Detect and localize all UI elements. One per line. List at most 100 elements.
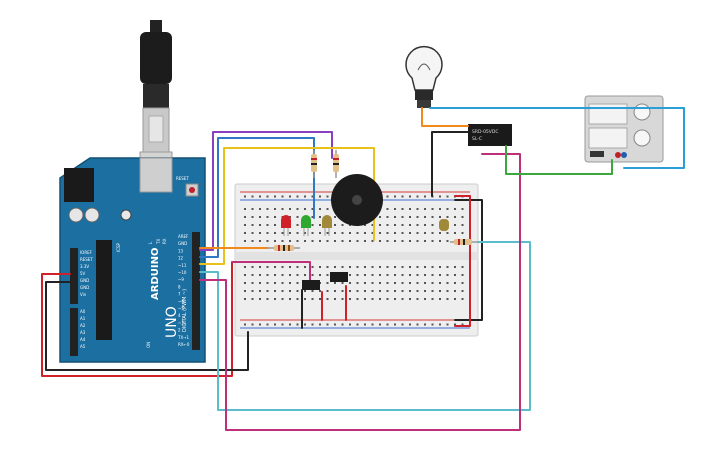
breadboard-hole[interactable] xyxy=(274,323,276,326)
breadboard-hole[interactable] xyxy=(461,224,464,226)
breadboard-hole[interactable] xyxy=(311,274,314,276)
breadboard-hole[interactable] xyxy=(461,282,464,284)
breadboard-hole[interactable] xyxy=(326,232,329,234)
breadboard-hole[interactable] xyxy=(259,195,261,198)
breadboard-hole[interactable] xyxy=(424,290,426,292)
breadboard-hole[interactable] xyxy=(416,240,419,242)
breadboard-hole[interactable] xyxy=(401,282,404,284)
breadboard-hole[interactable] xyxy=(319,298,321,300)
breadboard-hole[interactable] xyxy=(244,274,246,276)
breadboard-hole[interactable] xyxy=(454,266,456,268)
breadboard-hole[interactable] xyxy=(281,266,284,268)
breadboard-hole[interactable] xyxy=(431,240,434,242)
breadboard-hole[interactable] xyxy=(281,282,284,284)
breadboard-hole[interactable] xyxy=(266,224,269,226)
breadboard-hole[interactable] xyxy=(439,298,441,300)
breadboard-hole[interactable] xyxy=(274,208,276,210)
breadboard-hole[interactable] xyxy=(394,323,396,326)
breadboard-hole[interactable] xyxy=(281,323,284,326)
breadboard-hole[interactable] xyxy=(311,216,314,218)
breadboard-hole[interactable] xyxy=(304,290,306,292)
breadboard-hole[interactable] xyxy=(244,290,246,292)
breadboard-hole[interactable] xyxy=(454,323,456,326)
breadboard-hole[interactable] xyxy=(296,240,299,242)
arduino-uno[interactable]: ARDUINO UNO DIGITAL (PWM ~) ICSP TX RX L… xyxy=(59,157,206,363)
breadboard-hole[interactable] xyxy=(439,232,441,234)
breadboard-hole[interactable] xyxy=(364,274,366,276)
push-button-2[interactable] xyxy=(330,272,348,282)
breadboard-hole[interactable] xyxy=(431,266,434,268)
breadboard-hole[interactable] xyxy=(259,240,261,242)
breadboard-hole[interactable] xyxy=(349,266,351,268)
breadboard-hole[interactable] xyxy=(364,240,366,242)
wire-sky[interactable] xyxy=(429,107,685,169)
breadboard-hole[interactable] xyxy=(394,266,396,268)
breadboard-hole[interactable] xyxy=(401,232,404,234)
breadboard-hole[interactable] xyxy=(266,195,269,198)
breadboard-hole[interactable] xyxy=(394,290,396,292)
breadboard-hole[interactable] xyxy=(401,195,404,198)
breadboard-hole[interactable] xyxy=(266,216,269,218)
breadboard-hole[interactable] xyxy=(244,208,246,210)
breadboard-hole[interactable] xyxy=(454,290,456,292)
breadboard-hole[interactable] xyxy=(424,224,426,226)
breadboard-hole[interactable] xyxy=(266,290,269,292)
breadboard-hole[interactable] xyxy=(386,224,389,226)
breadboard-hole[interactable] xyxy=(431,216,434,218)
wire-black-top[interactable] xyxy=(431,131,469,197)
breadboard-hole[interactable] xyxy=(266,266,269,268)
breadboard-hole[interactable] xyxy=(244,298,246,300)
breadboard-hole[interactable] xyxy=(296,298,299,300)
wire-green[interactable] xyxy=(505,145,613,175)
breadboard-hole[interactable] xyxy=(274,282,276,284)
breadboard-hole[interactable] xyxy=(319,224,321,226)
breadboard-hole[interactable] xyxy=(244,195,246,198)
breadboard-hole[interactable] xyxy=(319,274,321,276)
breadboard-hole[interactable] xyxy=(311,232,314,234)
breadboard-hole[interactable] xyxy=(454,224,456,226)
led-red[interactable] xyxy=(281,215,291,236)
breadboard-hole[interactable] xyxy=(424,232,426,234)
breadboard-hole[interactable] xyxy=(289,208,291,210)
breadboard-hole[interactable] xyxy=(251,282,254,284)
breadboard-hole[interactable] xyxy=(394,195,396,198)
breadboard-hole[interactable] xyxy=(251,240,254,242)
breadboard-hole[interactable] xyxy=(386,290,389,292)
breadboard-hole[interactable] xyxy=(349,290,351,292)
breadboard-hole[interactable] xyxy=(259,298,261,300)
breadboard-hole[interactable] xyxy=(364,282,366,284)
breadboard-hole[interactable] xyxy=(296,208,299,210)
breadboard-hole[interactable] xyxy=(334,282,336,284)
breadboard-hole[interactable] xyxy=(446,208,449,210)
breadboard-hole[interactable] xyxy=(371,266,374,268)
wire-magenta-bb[interactable] xyxy=(231,261,311,281)
breadboard-hole[interactable] xyxy=(439,274,441,276)
breadboard-hole[interactable] xyxy=(349,323,351,326)
breadboard-hole[interactable] xyxy=(259,208,261,210)
breadboard-hole[interactable] xyxy=(364,224,366,226)
breadboard-hole[interactable] xyxy=(319,232,321,234)
push-button-1[interactable] xyxy=(302,280,320,290)
breadboard-hole[interactable] xyxy=(296,232,299,234)
breadboard-hole[interactable] xyxy=(431,224,434,226)
breadboard-hole[interactable] xyxy=(364,232,366,234)
voltage-knob[interactable] xyxy=(633,103,651,121)
breadboard-hole[interactable] xyxy=(326,195,329,198)
breadboard-hole[interactable] xyxy=(296,216,299,218)
breadboard-hole[interactable] xyxy=(386,323,389,326)
breadboard-hole[interactable] xyxy=(379,224,381,226)
breadboard-hole[interactable] xyxy=(266,232,269,234)
breadboard-hole[interactable] xyxy=(394,216,396,218)
breadboard-hole[interactable] xyxy=(356,266,359,268)
breadboard-hole[interactable] xyxy=(356,274,359,276)
breadboard-hole[interactable] xyxy=(461,290,464,292)
breadboard-hole[interactable] xyxy=(244,282,246,284)
breadboard-hole[interactable] xyxy=(386,266,389,268)
breadboard-hole[interactable] xyxy=(304,195,306,198)
breadboard-hole[interactable] xyxy=(356,323,359,326)
breadboard-hole[interactable] xyxy=(326,266,329,268)
breadboard-hole[interactable] xyxy=(424,298,426,300)
breadboard-hole[interactable] xyxy=(431,323,434,326)
breadboard-hole[interactable] xyxy=(326,274,329,276)
